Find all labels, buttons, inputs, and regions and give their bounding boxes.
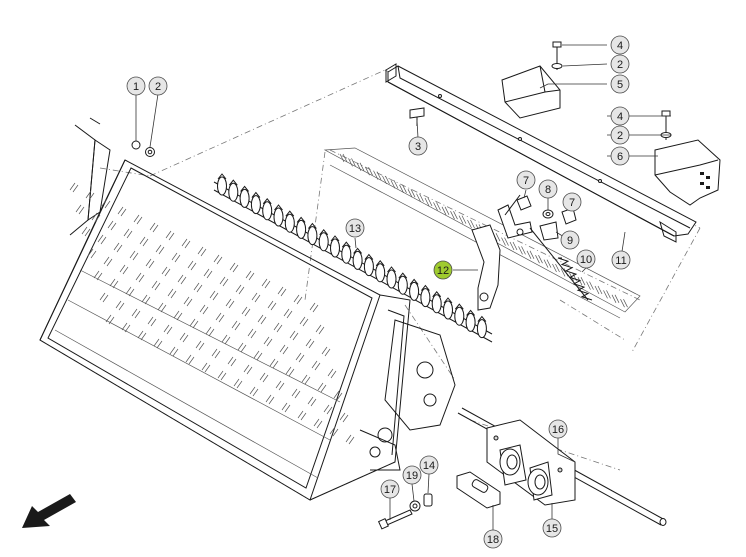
bolt-lower (660, 110, 672, 140)
callout-6: 6 (610, 146, 630, 166)
header-frame (39, 117, 411, 501)
callout-number: 17 (384, 484, 396, 496)
callout-12: 12 (433, 260, 453, 280)
direction-arrow-icon (22, 494, 76, 528)
callout-number: 19 (406, 470, 418, 482)
callout-number: 13 (349, 223, 361, 235)
callout-number: 15 (546, 523, 558, 535)
callout-circle (419, 455, 439, 475)
callout-circle (560, 230, 580, 250)
spring-rod (529, 227, 593, 301)
callout-15: 15 (542, 518, 562, 538)
callout-number: 2 (617, 130, 623, 142)
callout-circle (542, 518, 562, 538)
callout-2: 2 (610, 54, 630, 74)
callout-2: 2 (148, 76, 168, 96)
tines (69, 182, 355, 445)
cover-plate-upper (501, 65, 561, 119)
callout-7: 7 (516, 170, 536, 190)
frame-outlines (39, 69, 701, 501)
leader-lines (135, 44, 671, 530)
callout-14: 14 (419, 455, 439, 475)
nut-left (131, 140, 155, 157)
callout-circle (148, 76, 168, 96)
callout-circle (610, 106, 630, 126)
callout-13: 13 (345, 218, 365, 238)
callout-number: 1 (133, 81, 139, 93)
callout-number: 2 (155, 81, 161, 93)
callout-circle (538, 179, 558, 199)
rail-bar (385, 63, 697, 243)
callout-5: 5 (610, 74, 630, 94)
callout-circle (483, 529, 503, 549)
callout-18: 18 (483, 529, 503, 549)
callout-circle (576, 249, 596, 269)
mounting-plate-18 (456, 471, 501, 509)
bolt-upper (551, 41, 563, 70)
callout-number: 7 (523, 175, 529, 187)
callout-circle (610, 74, 630, 94)
drive-gearbox (359, 319, 456, 471)
callout-circle (402, 465, 422, 485)
callout-circle (610, 54, 630, 74)
callout-number: 5 (617, 79, 623, 91)
callout-circle (380, 479, 400, 499)
callout-circle (345, 218, 365, 238)
washer-8 (542, 209, 554, 219)
cover-plate-lower (654, 139, 721, 206)
callout-number: 14 (423, 460, 435, 472)
bearing-plate (486, 419, 576, 506)
bushing-14 (423, 493, 433, 507)
callout-1: 1 (126, 76, 146, 96)
callout-circle (548, 419, 568, 439)
callout-number: 8 (545, 184, 551, 196)
callout-19: 19 (402, 465, 422, 485)
rotor-reel (213, 173, 493, 343)
callout-9: 9 (560, 230, 580, 250)
callout-7: 7 (562, 192, 582, 212)
clamp-block-7a (516, 195, 532, 211)
washer-19 (409, 500, 421, 512)
lever-arm (471, 194, 533, 311)
bolt-17 (377, 509, 413, 530)
callout-17: 17 (380, 479, 400, 499)
callout-number: 7 (569, 197, 575, 209)
callout-circle (126, 76, 146, 96)
callout-8: 8 (538, 179, 558, 199)
callout-number: 18 (487, 534, 499, 546)
callout-number: 4 (617, 40, 623, 52)
callout-circle (610, 146, 630, 166)
callout-circle (516, 170, 536, 190)
callout-circle (408, 136, 428, 156)
callout-number: 9 (567, 235, 573, 247)
bracket-9 (539, 221, 559, 241)
callout-circle (610, 35, 630, 55)
callout-number: 11 (615, 255, 626, 267)
callout-number: 3 (415, 141, 421, 153)
callout-number: 10 (580, 254, 592, 266)
callout-number: 2 (617, 59, 623, 71)
callout-10: 10 (576, 249, 596, 269)
callout-4: 4 (610, 106, 630, 126)
callout-circle (562, 192, 582, 212)
callout-number: 12 (437, 265, 449, 277)
callout-number: 4 (617, 111, 623, 123)
callout-circle (433, 260, 453, 280)
callout-16: 16 (548, 419, 568, 439)
callout-number: 6 (617, 151, 623, 163)
callout-circle (610, 125, 630, 145)
callout-11: 11 (611, 250, 631, 270)
callout-2: 2 (610, 125, 630, 145)
callout-3: 3 (408, 136, 428, 156)
callout-circle (611, 250, 631, 270)
callout-number: 16 (552, 424, 564, 436)
callout-4: 4 (610, 35, 630, 55)
